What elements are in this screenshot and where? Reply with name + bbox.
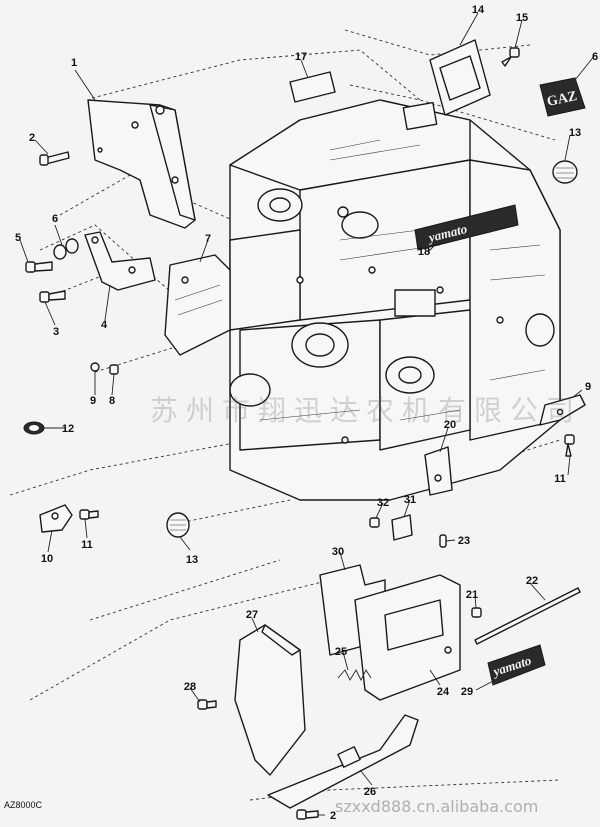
part-28-screw [197,699,217,710]
watermark-url: szxxd888.cn.alibaba.com [335,797,538,816]
part-16-model-plate: GAZ [539,77,586,117]
part-15-screw [501,47,520,67]
part-9-washer [90,362,100,372]
part-22-rod [474,587,581,645]
main-casing [229,99,561,501]
part-13-plug-left [166,512,190,538]
part-11-screw [79,509,99,520]
callout-2: 2 [29,132,35,144]
leader-lines [19,12,596,816]
callout-29: 29 [461,686,473,698]
drawing-reference: AZ8000C [4,800,43,810]
callout-12: 12 [62,423,74,435]
callout-22: 22 [526,575,538,587]
callout-26: 26 [364,786,376,798]
callout-20: 20 [444,419,456,431]
part-21-screw [471,607,482,618]
callout-31: 31 [404,494,416,506]
part-2-screw-bottom [296,809,319,820]
part-1-bracket [87,99,196,229]
part-2-screw [39,151,70,166]
callout-23: 23 [458,535,470,547]
callout-19: 9 [585,381,591,393]
callout-6: 6 [52,213,58,225]
part-14-window-plate [429,39,491,116]
part-8-screw [109,364,119,375]
part-32-screw [369,517,380,528]
callout-25: 25 [335,646,347,658]
part-7-plate [164,254,231,356]
callout-7: 7 [205,233,211,245]
part-10-block [39,504,73,533]
callout-9: 9 [90,395,96,407]
part-23-pin [439,534,447,548]
part-26-rail [267,714,419,809]
callout-17: 17 [295,51,307,63]
part-31-clip [391,514,413,541]
callout-14: 14 [472,4,485,16]
part-6-washers [53,238,79,260]
part-17-plate [289,71,336,103]
callout-32: 32 [377,497,389,509]
callout-13-right: 13 [569,127,581,139]
callout-21: 21 [466,589,478,601]
callout-1: 1 [71,57,77,69]
part-3-screw [39,290,66,303]
model-plate-text: GAZ [546,89,579,110]
callout-27: 27 [246,609,258,621]
callout-24: 24 [437,686,450,698]
watermark-company: 苏州市翔迅达农机有限公司 [150,394,582,427]
part-4-lever [84,231,156,291]
part-20-bracket [424,446,453,496]
callout-3: 3 [53,326,59,338]
callout-2-bottom: 2 [330,810,336,822]
callout-11-right: 11 [554,473,566,485]
callout-13: 13 [186,554,198,566]
part-25-spring [337,669,372,682]
part-13-plug-right [552,160,578,184]
part-11-screw-right [564,434,575,457]
brand-plate-18: yamato [414,204,519,251]
part-27-cover [234,624,306,776]
callout-5: 5 [15,232,21,244]
callout-10: 10 [41,553,53,565]
callout-11: 11 [81,539,93,551]
part-12-spring [23,421,45,435]
callout-16: 6 [592,51,598,63]
part-29-plate: yamato [487,644,546,686]
callout-15: 15 [516,12,528,24]
callout-8: 8 [109,395,115,407]
part-24-cover [354,574,461,701]
callout-numbers: 1 2 5 6 3 4 7 8 9 12 10 11 11 13 13 14 1… [15,4,598,822]
callout-18: 18 [418,246,430,258]
callout-28: 28 [184,681,196,693]
callout-4: 4 [101,319,108,331]
callout-30: 30 [332,546,344,558]
part-5-screw [25,261,53,273]
